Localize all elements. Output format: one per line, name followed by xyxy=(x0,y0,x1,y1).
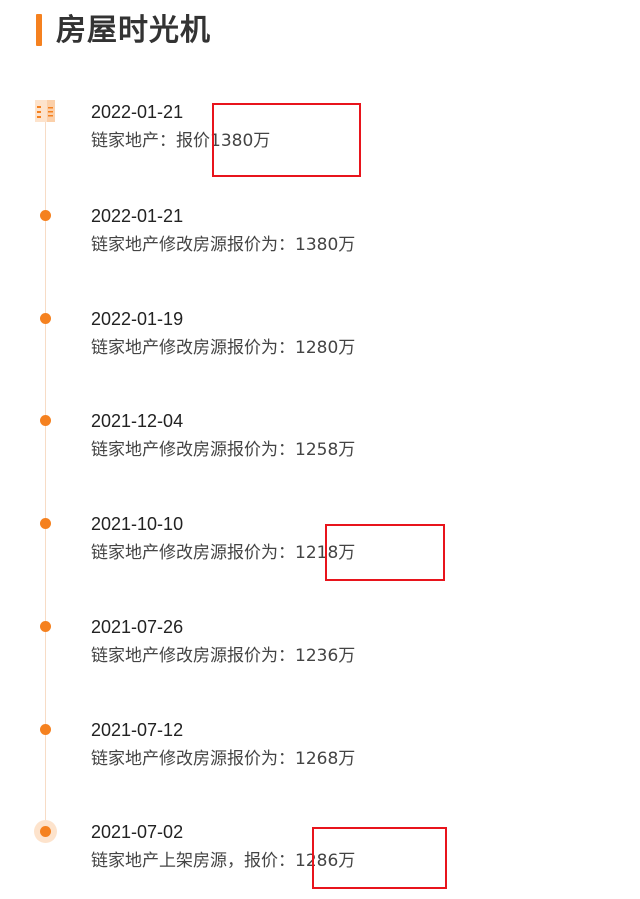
timeline-item: 2022-01-21 链家地产修改房源报价为：1380万 xyxy=(0,204,640,274)
timeline-dot-icon xyxy=(40,724,51,735)
highlight-box xyxy=(312,827,447,889)
timeline-dot-icon xyxy=(40,313,51,324)
entry-description: 链家地产修改房源报价为：1380万 xyxy=(91,235,356,255)
entry-date: 2021-12-04 xyxy=(91,411,184,431)
highlight-box xyxy=(325,524,445,581)
entry-date: 2021-10-10 xyxy=(91,514,184,534)
entry-date: 2021-07-26 xyxy=(91,617,184,637)
timeline-item: 2021-07-26 链家地产修改房源报价为：1236万 xyxy=(0,615,640,685)
entry-date: 2022-01-21 xyxy=(91,206,184,226)
page-title: 房屋时光机 xyxy=(56,13,211,48)
entry-date: 2022-01-21 xyxy=(91,102,184,122)
timeline-item: 2021-07-02 链家地产上架房源，报价：1286万 xyxy=(0,820,640,890)
timeline-dot-icon xyxy=(40,415,51,426)
timeline-item: 2021-07-12 链家地产修改房源报价为：1268万 xyxy=(0,718,640,788)
entry-description: 链家地产上架房源，报价：1286万 xyxy=(91,851,356,871)
entry-description: 链家地产修改房源报价为：1218万 xyxy=(91,543,356,563)
entry-description: 链家地产：报价1380万 xyxy=(91,131,271,151)
entry-description: 链家地产修改房源报价为：1268万 xyxy=(91,749,356,769)
entry-date: 2021-07-12 xyxy=(91,720,184,740)
timeline-item: 2022-01-21 链家地产：报价1380万 xyxy=(0,100,640,170)
timeline-dot-icon xyxy=(40,518,51,529)
entry-description: 链家地产修改房源报价为：1258万 xyxy=(91,440,356,460)
timeline-line xyxy=(45,110,46,832)
highlight-box xyxy=(212,103,361,177)
timeline-item: 2021-12-04 链家地产修改房源报价为：1258万 xyxy=(0,409,640,479)
timeline-dot-icon xyxy=(40,210,51,221)
timeline-item: 2022-01-19 链家地产修改房源报价为：1280万 xyxy=(0,307,640,377)
title-accent-bar xyxy=(36,14,42,46)
entry-description: 链家地产修改房源报价为：1236万 xyxy=(91,646,356,666)
timeline-dot-icon xyxy=(40,621,51,632)
entry-date: 2021-07-02 xyxy=(91,822,184,842)
timeline-dot-halo-icon xyxy=(34,820,57,843)
entry-date: 2022-01-19 xyxy=(91,309,184,329)
entry-description: 链家地产修改房源报价为：1280万 xyxy=(91,338,356,358)
document-icon xyxy=(35,100,55,122)
timeline-item: 2021-10-10 链家地产修改房源报价为：1218万 xyxy=(0,512,640,582)
